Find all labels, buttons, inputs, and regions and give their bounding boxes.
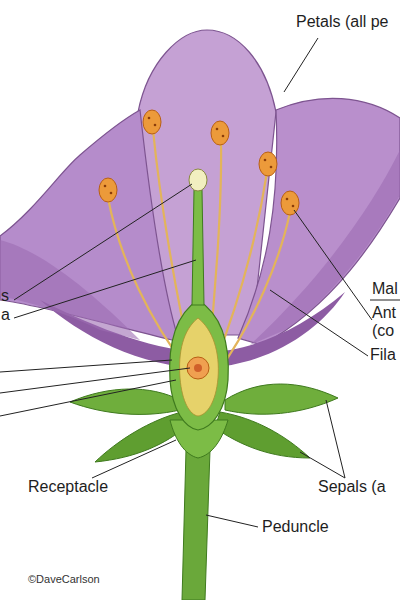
part-label: Peduncle [262, 518, 329, 536]
style [192, 190, 204, 305]
part-label: Fila [370, 346, 396, 364]
ovule [187, 357, 209, 379]
petal-shade [0, 240, 140, 340]
ovary-chamber [180, 318, 219, 416]
part-label: Ant [372, 304, 396, 322]
part-label: Sepals (a [318, 478, 386, 496]
ovule-core [194, 364, 202, 372]
part-label: Receptacle [28, 478, 108, 496]
petal-shade [250, 150, 400, 345]
part-label: ©DaveCarlson [28, 570, 100, 588]
part-label: a [1, 306, 10, 324]
ovary [170, 300, 229, 430]
right-petal [238, 98, 400, 345]
leader-lines [0, 38, 400, 527]
sepal [215, 412, 310, 458]
part-label: Petals (all pe [296, 13, 389, 31]
part-label: s [1, 287, 9, 305]
stigma [189, 169, 207, 191]
peduncle-stem [182, 450, 210, 600]
left-petal [0, 110, 178, 340]
part-label: (co [372, 322, 394, 340]
sepal [70, 389, 180, 414]
sepal [225, 384, 338, 414]
part-label: Mal [372, 280, 398, 298]
